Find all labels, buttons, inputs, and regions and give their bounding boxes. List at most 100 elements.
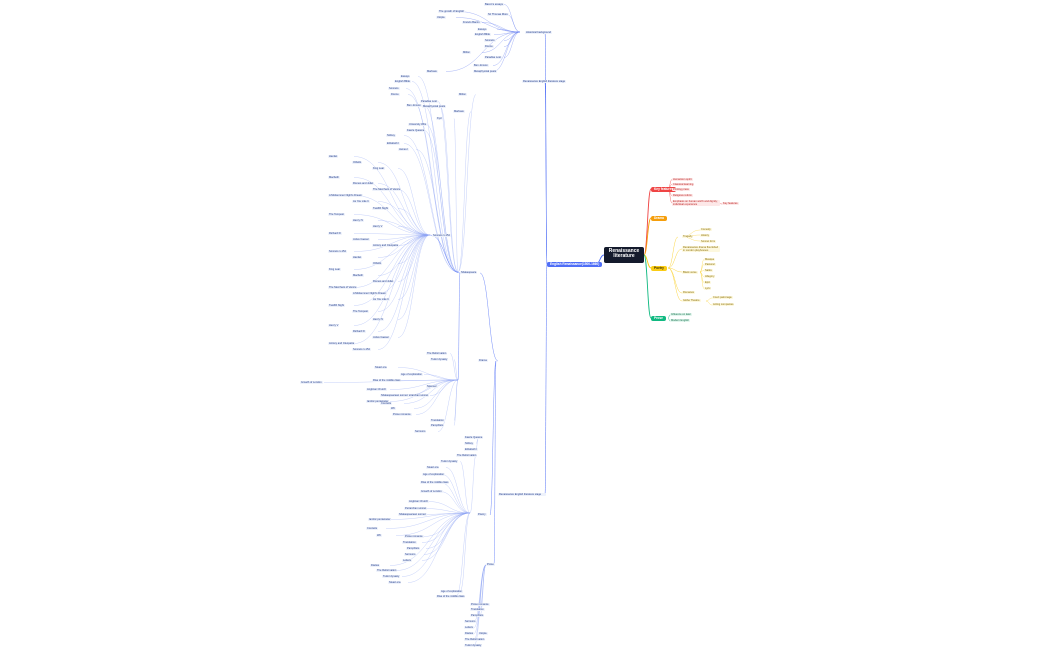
early-text-node[interactable]: English Bible <box>474 33 491 37</box>
prose-detail-node[interactable]: The Reformation <box>464 638 486 642</box>
prose-detail-node[interactable]: Prose romance <box>470 603 490 607</box>
shakespeare-work-node[interactable]: Macbeth <box>328 176 340 180</box>
genre-node[interactable]: History <box>700 234 711 238</box>
shakespeare-work-node[interactable]: As You Like It <box>372 298 390 302</box>
prose-detail-node[interactable]: Pamphlets <box>470 614 485 618</box>
poetry-detail-node[interactable]: Tudor dynasty <box>440 460 459 464</box>
poetry-detail-node[interactable]: Petrarchan sonnet <box>404 507 428 511</box>
shakespeare-work-node[interactable]: Twelfth Night <box>372 207 389 211</box>
poetry-detail-node[interactable]: Diaries <box>370 564 381 568</box>
shakespeare-work-node[interactable]: Julius Caesar <box>372 336 390 340</box>
shakespeare-work-node[interactable]: Macbeth <box>352 274 364 278</box>
drama-lower-node[interactable]: Drama <box>478 359 488 363</box>
root-node[interactable]: Renaissance literature <box>604 247 644 263</box>
misc-node[interactable]: Sidney <box>464 442 474 446</box>
sonnets-node[interactable]: Sonnets 1-154 <box>432 234 451 238</box>
early-text-node[interactable]: Francis Bacon <box>462 21 481 25</box>
stage-item-node[interactable]: James I <box>398 148 410 152</box>
poetry-detail-node[interactable]: Growth of London <box>420 490 443 494</box>
poetry-detail-node[interactable]: Iambic pentameter <box>368 518 392 522</box>
branch-red-node[interactable]: Key features <box>651 187 677 192</box>
prose-node[interactable]: Prose <box>651 316 666 321</box>
poetry-detail-node[interactable]: Tudor dynasty <box>382 575 401 579</box>
early-text-node[interactable]: Bacon's essays <box>484 3 504 7</box>
prose-detail-node[interactable]: Sermons <box>464 620 477 624</box>
shakespeare-work-node[interactable]: Othello <box>372 262 383 266</box>
early-text-node[interactable]: Sir Thomas More <box>487 13 509 17</box>
poetry-detail-node[interactable]: Stuart era <box>426 466 440 470</box>
shakespeare-work-node[interactable]: Sonnets 1-154 <box>328 250 347 254</box>
shakespeare-work-node[interactable]: The Merchant of Venice <box>328 286 358 290</box>
early-text-node[interactable]: Ben Jonson <box>473 64 489 68</box>
early-text-node[interactable]: Marlowe <box>426 70 438 74</box>
shakespeare-node[interactable]: Shakespeare <box>460 271 478 275</box>
lower-item-node[interactable]: Shakespearean sonnet <box>380 394 409 398</box>
historical-background-node[interactable]: Historical background <box>525 31 552 35</box>
misc-node[interactable]: Elizabeth I <box>464 448 479 452</box>
stage-item-node[interactable]: Milton <box>458 93 467 97</box>
poetry-detail-node[interactable]: Age of exploration <box>422 473 445 477</box>
poetry-detail-node[interactable]: Stuart era <box>388 581 402 585</box>
poetry-detail-node[interactable]: Pamphlets <box>406 547 421 551</box>
poetry-node[interactable]: Poetry <box>651 266 667 271</box>
shakespeare-work-node[interactable]: Twelfth Night <box>328 304 345 308</box>
poetry-detail-node[interactable]: Translation <box>402 541 417 545</box>
stage-item-node[interactable]: Sonnets <box>388 87 400 91</box>
lower-item-node[interactable]: Growth of London <box>300 381 323 385</box>
genre-sub-node[interactable]: Pastoral <box>704 263 716 267</box>
early-text-node[interactable]: Sonnets <box>484 39 496 43</box>
shakespeare-work-node[interactable]: King Lear <box>328 268 342 272</box>
lower-item-node[interactable]: Stuart era <box>374 366 388 370</box>
stage-item-node[interactable]: University Wits <box>408 123 428 127</box>
poetry-detail-node[interactable]: Prose romance <box>404 535 424 539</box>
shakespeare-work-node[interactable]: A Midsummer Night's Dream <box>352 292 387 296</box>
poetry-detail-node[interactable]: Shakespearean sonnet <box>398 513 427 517</box>
early-text-node[interactable]: The growth of English <box>438 10 466 14</box>
shakespeare-work-node[interactable]: As You Like It <box>352 200 370 204</box>
key-feature-tag-node[interactable]: Key features <box>722 202 739 206</box>
stage-item-node[interactable]: Essays <box>400 75 411 79</box>
shakespeare-work-node[interactable]: A Midsummer Night's Dream <box>328 194 363 198</box>
shakespeare-work-node[interactable]: The Merchant of Venice <box>372 188 402 192</box>
theatre-node[interactable]: Globe Theatre <box>682 299 701 303</box>
legacy-node[interactable]: Influence on later <box>670 313 692 317</box>
shakespeare-work-node[interactable]: Sonnets 1-154 <box>352 348 371 352</box>
genre-node[interactable]: Tragedy <box>682 235 694 239</box>
key-feature-node[interactable]: Humanism spirit <box>672 178 693 182</box>
stage-item-node[interactable]: Sidney <box>386 134 396 138</box>
shakespeare-work-node[interactable]: Richard III <box>352 330 366 334</box>
lower-item-node[interactable]: Sermons <box>414 430 427 434</box>
stage-item-node[interactable]: Marlowe <box>453 110 465 114</box>
poetry-detail-node[interactable]: Anglican Church <box>408 500 430 504</box>
poetry-lower-node[interactable]: Poetry <box>477 513 487 517</box>
stage-node[interactable]: Renaissance English literature stage <box>522 80 567 84</box>
stage-lower-node[interactable]: Renaissance English literature stage <box>498 493 546 497</box>
shakespeare-work-node[interactable]: Hamlet <box>328 155 339 159</box>
shakespeare-work-node[interactable]: Antony and Cleopatra <box>372 244 400 248</box>
early-text-node[interactable]: Essays <box>477 28 488 32</box>
lower-item-node[interactable]: Translation <box>430 419 445 423</box>
lower-item-node[interactable]: Wit <box>390 407 396 411</box>
theatre-node[interactable]: Court patronage <box>712 296 733 300</box>
stage-item-node[interactable]: Donne <box>390 93 400 97</box>
lower-item-node[interactable]: Anglican Church <box>366 388 388 392</box>
key-feature-node[interactable]: Religious reform <box>672 194 693 198</box>
genre-sub-node[interactable]: Satire <box>704 269 713 273</box>
genre-sub-node[interactable]: Masque <box>704 258 716 262</box>
key-feature-node[interactable]: Printing press <box>672 188 690 192</box>
genre-sub-node[interactable]: Allegory <box>704 275 716 279</box>
lower-item-node[interactable]: Prose romance <box>392 413 412 417</box>
genre-sub-node[interactable]: Lyric <box>704 287 712 291</box>
spenser-node[interactable]: Spenser <box>426 385 438 389</box>
shakespeare-work-node[interactable]: Henry V <box>328 324 340 328</box>
stage-item-node[interactable]: Faerie Queene <box>406 129 426 133</box>
prose-detail-node[interactable]: Diaries <box>464 632 475 636</box>
stage-item-node[interactable]: Ben Jonson <box>406 104 422 108</box>
shakespeare-work-node[interactable]: Henry IV <box>372 318 385 322</box>
shakespeare-work-node[interactable]: Romeo and Juliet <box>352 182 375 186</box>
stage-item-node[interactable]: Paradise Lost <box>420 100 438 104</box>
early-text-node[interactable]: Donne <box>484 45 494 49</box>
early-text-node[interactable]: Metaphysical poets <box>473 70 498 74</box>
lower-item-node[interactable]: Rise of the middle class <box>372 379 402 383</box>
poetry-detail-node[interactable]: The Reformation <box>456 454 478 458</box>
